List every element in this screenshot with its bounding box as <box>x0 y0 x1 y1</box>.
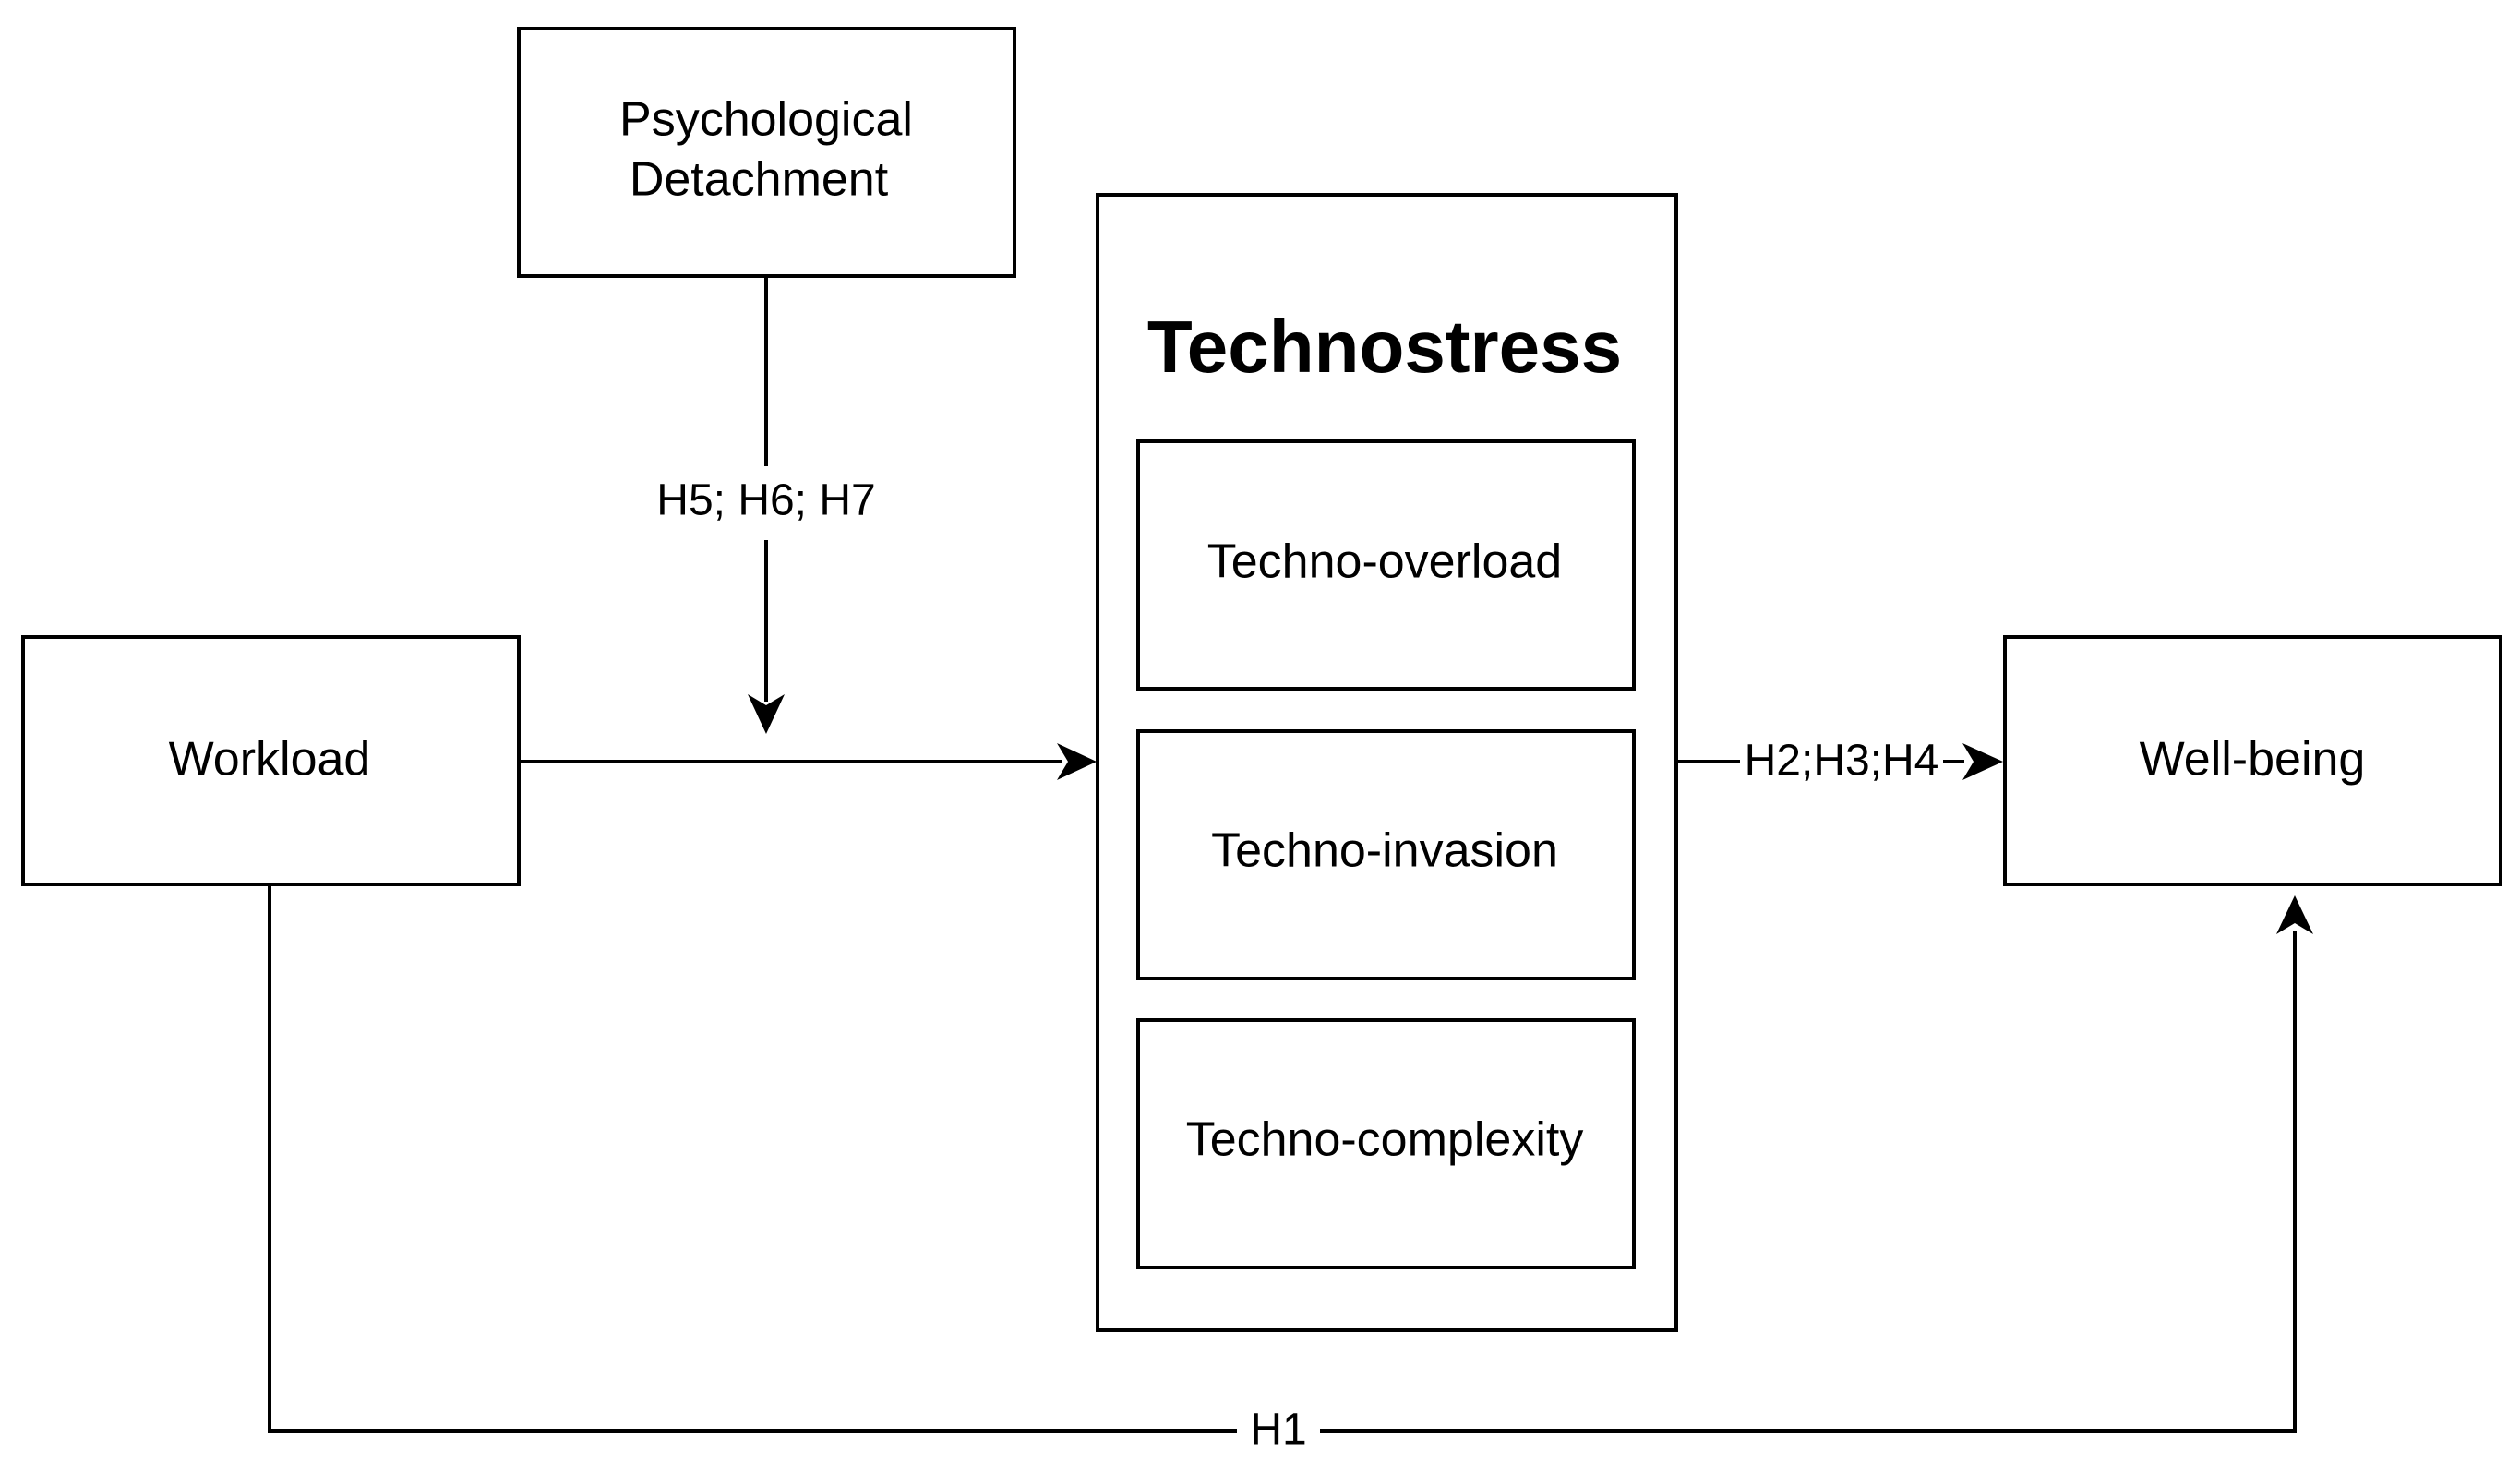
arrowhead-right-icon <box>1057 743 1097 780</box>
technostress-dimension-box <box>1136 729 1636 980</box>
node-psychological-detachment-line2: Detachment <box>630 153 889 207</box>
arrowhead-right-icon <box>1962 743 2003 780</box>
edge-workload-to-wellbeing: H1 <box>268 886 2313 1463</box>
technostress-dimension-label: Techno-invasion <box>1211 824 1558 878</box>
technostress-dimension: Techno-overload <box>1136 439 1636 691</box>
technostress-dimension-box <box>1136 1018 1636 1269</box>
arrowhead-down-icon <box>748 694 785 734</box>
edge-workload-to-wellbeing-label: H1 <box>1250 1406 1306 1455</box>
edge-workload-to-wellbeing-label-bg <box>1237 1399 1320 1463</box>
node-psychological-detachment-line1: Psychological <box>619 93 913 147</box>
technostress-dimension-label: Techno-overload <box>1207 535 1562 589</box>
edge-technostress-to-wellbeing: H2;H3;H4 <box>1675 729 2003 794</box>
node-well-being: Well-being <box>2003 635 2502 886</box>
edge-moderation-label-bg <box>642 466 891 540</box>
edge-moderation: H5; H6; H7 <box>642 277 891 734</box>
edge-moderation-label: H5; H6; H7 <box>656 476 875 525</box>
edge-workload-to-technostress <box>520 743 1097 780</box>
edge-technostress-to-wellbeing-label: H2;H3;H4 <box>1745 737 1939 786</box>
arrowhead-up-icon <box>2276 895 2313 934</box>
node-technostress-title: Technostress <box>1147 306 1622 388</box>
node-workload-label: Workload <box>169 733 371 787</box>
edge-technostress-to-wellbeing-label-bg <box>1740 729 1943 794</box>
node-technostress: Technostress Techno-overload Techno-inva… <box>1096 193 1678 1332</box>
node-psychological-detachment-box <box>517 27 1016 278</box>
technostress-dimension-box <box>1136 439 1636 691</box>
node-well-being-label: Well-being <box>2140 733 2366 787</box>
node-workload: Workload <box>21 635 521 886</box>
technostress-dimension-label: Techno-complexity <box>1186 1113 1584 1167</box>
node-psychological-detachment: Psychological Detachment <box>517 27 1016 278</box>
node-workload-box <box>21 635 521 886</box>
technostress-dimension: Techno-complexity <box>1136 1018 1636 1269</box>
technostress-dimension: Techno-invasion <box>1136 729 1636 980</box>
node-well-being-box <box>2003 635 2502 886</box>
